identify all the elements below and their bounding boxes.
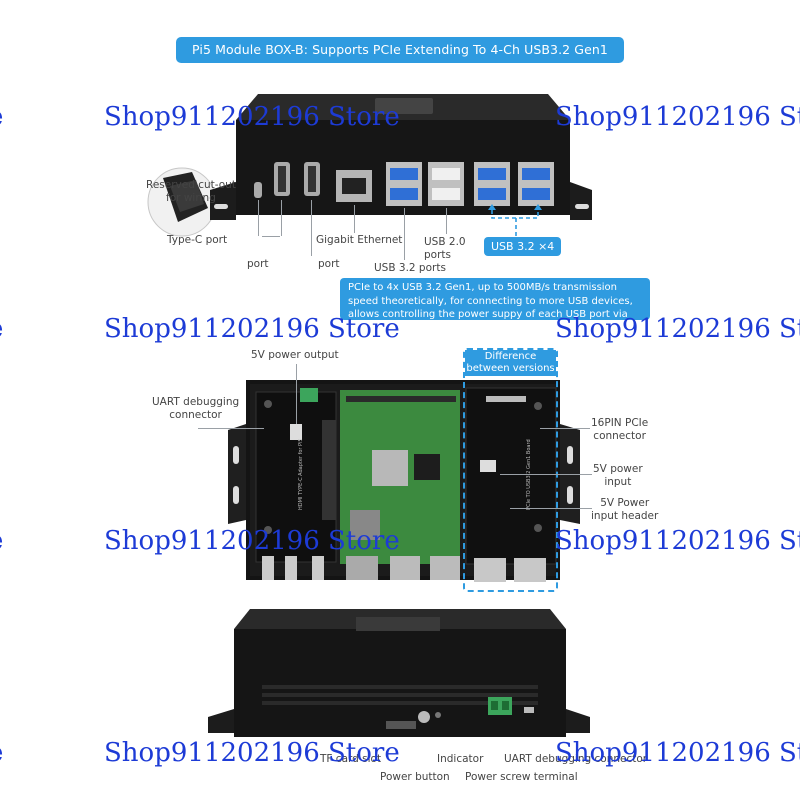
label-power-terminal: Power screw terminal [465,771,578,783]
label-pcie16: 16PIN PCIe connector [591,417,649,442]
watermark: Shop911202196 Store [555,738,800,768]
label-port-a: port [247,258,269,270]
label-uart: UART debugging connector [152,396,240,421]
zoom-inset [147,167,217,237]
leader-port-b [311,200,312,256]
watermark: e [0,526,3,556]
watermark: e [0,314,3,344]
leader-type-c [258,200,259,236]
label-uart-rear: UART debugging connector [504,753,648,765]
difference-outline [463,348,558,592]
leader-power-header [510,508,592,509]
usb32x4-tag: USB 3.2 ×4 [484,237,562,256]
leader-power-input [500,474,592,475]
rear-view-image [208,609,590,737]
label-power-output: 5V power output [251,349,339,361]
leader-pcie16 [540,428,590,429]
label-indicator: Indicator [437,753,484,765]
pcie-note: PCIe to 4x USB 3.2 Gen1, up to 500MB/s t… [340,278,650,320]
watermark: e [0,102,3,132]
label-type-c: Type-C port [167,234,228,246]
label-gigabit: Gigabit Ethernet [316,234,403,246]
watermark: e [0,738,3,768]
watermark: Shop911202196 Store [555,102,800,132]
leader-gigabit [354,205,355,233]
leader-usb32 [404,208,405,260]
label-port-b: port [318,258,340,270]
label-tf-slot: TF card slot [320,753,382,765]
leader-uart [198,428,264,429]
label-reserved: Reserved cut-out for wiring [146,179,236,204]
label-power-button: Power button [380,771,450,783]
inside-view-image: HDMI TYPE-C Adapter for Pi5 PCIe TO USB3… [228,380,580,582]
adapter-board-print: HDMI TYPE-C Adapter for Pi5 [298,438,304,510]
label-usb32: USB 3.2 ports [374,262,446,274]
watermark: Shop911202196 Store [555,314,800,344]
label-power-input: 5V power input [593,463,643,488]
watermark: Shop911202196 Store [104,738,400,768]
title-banner: Pi5 Module BOX-B: Supports PCIe Extendin… [176,37,624,83]
label-usb20: USB 2.0 ports [424,236,466,261]
watermark: Shop911202196 Store [104,526,400,556]
leader-port-a-v [281,200,282,236]
difference-tag: Difference between versions [465,350,556,376]
watermark: Shop911202196 Store [555,526,800,556]
front-case [210,94,592,220]
front-view-image [147,94,592,248]
label-power-header: 5V Power input header [591,497,659,522]
watermark: Shop911202196 Store [104,102,400,132]
leader-usb20 [446,208,447,234]
watermark: Shop911202196 Store [104,314,400,344]
leader-port-a [262,236,280,237]
leader-power-output [296,364,297,424]
